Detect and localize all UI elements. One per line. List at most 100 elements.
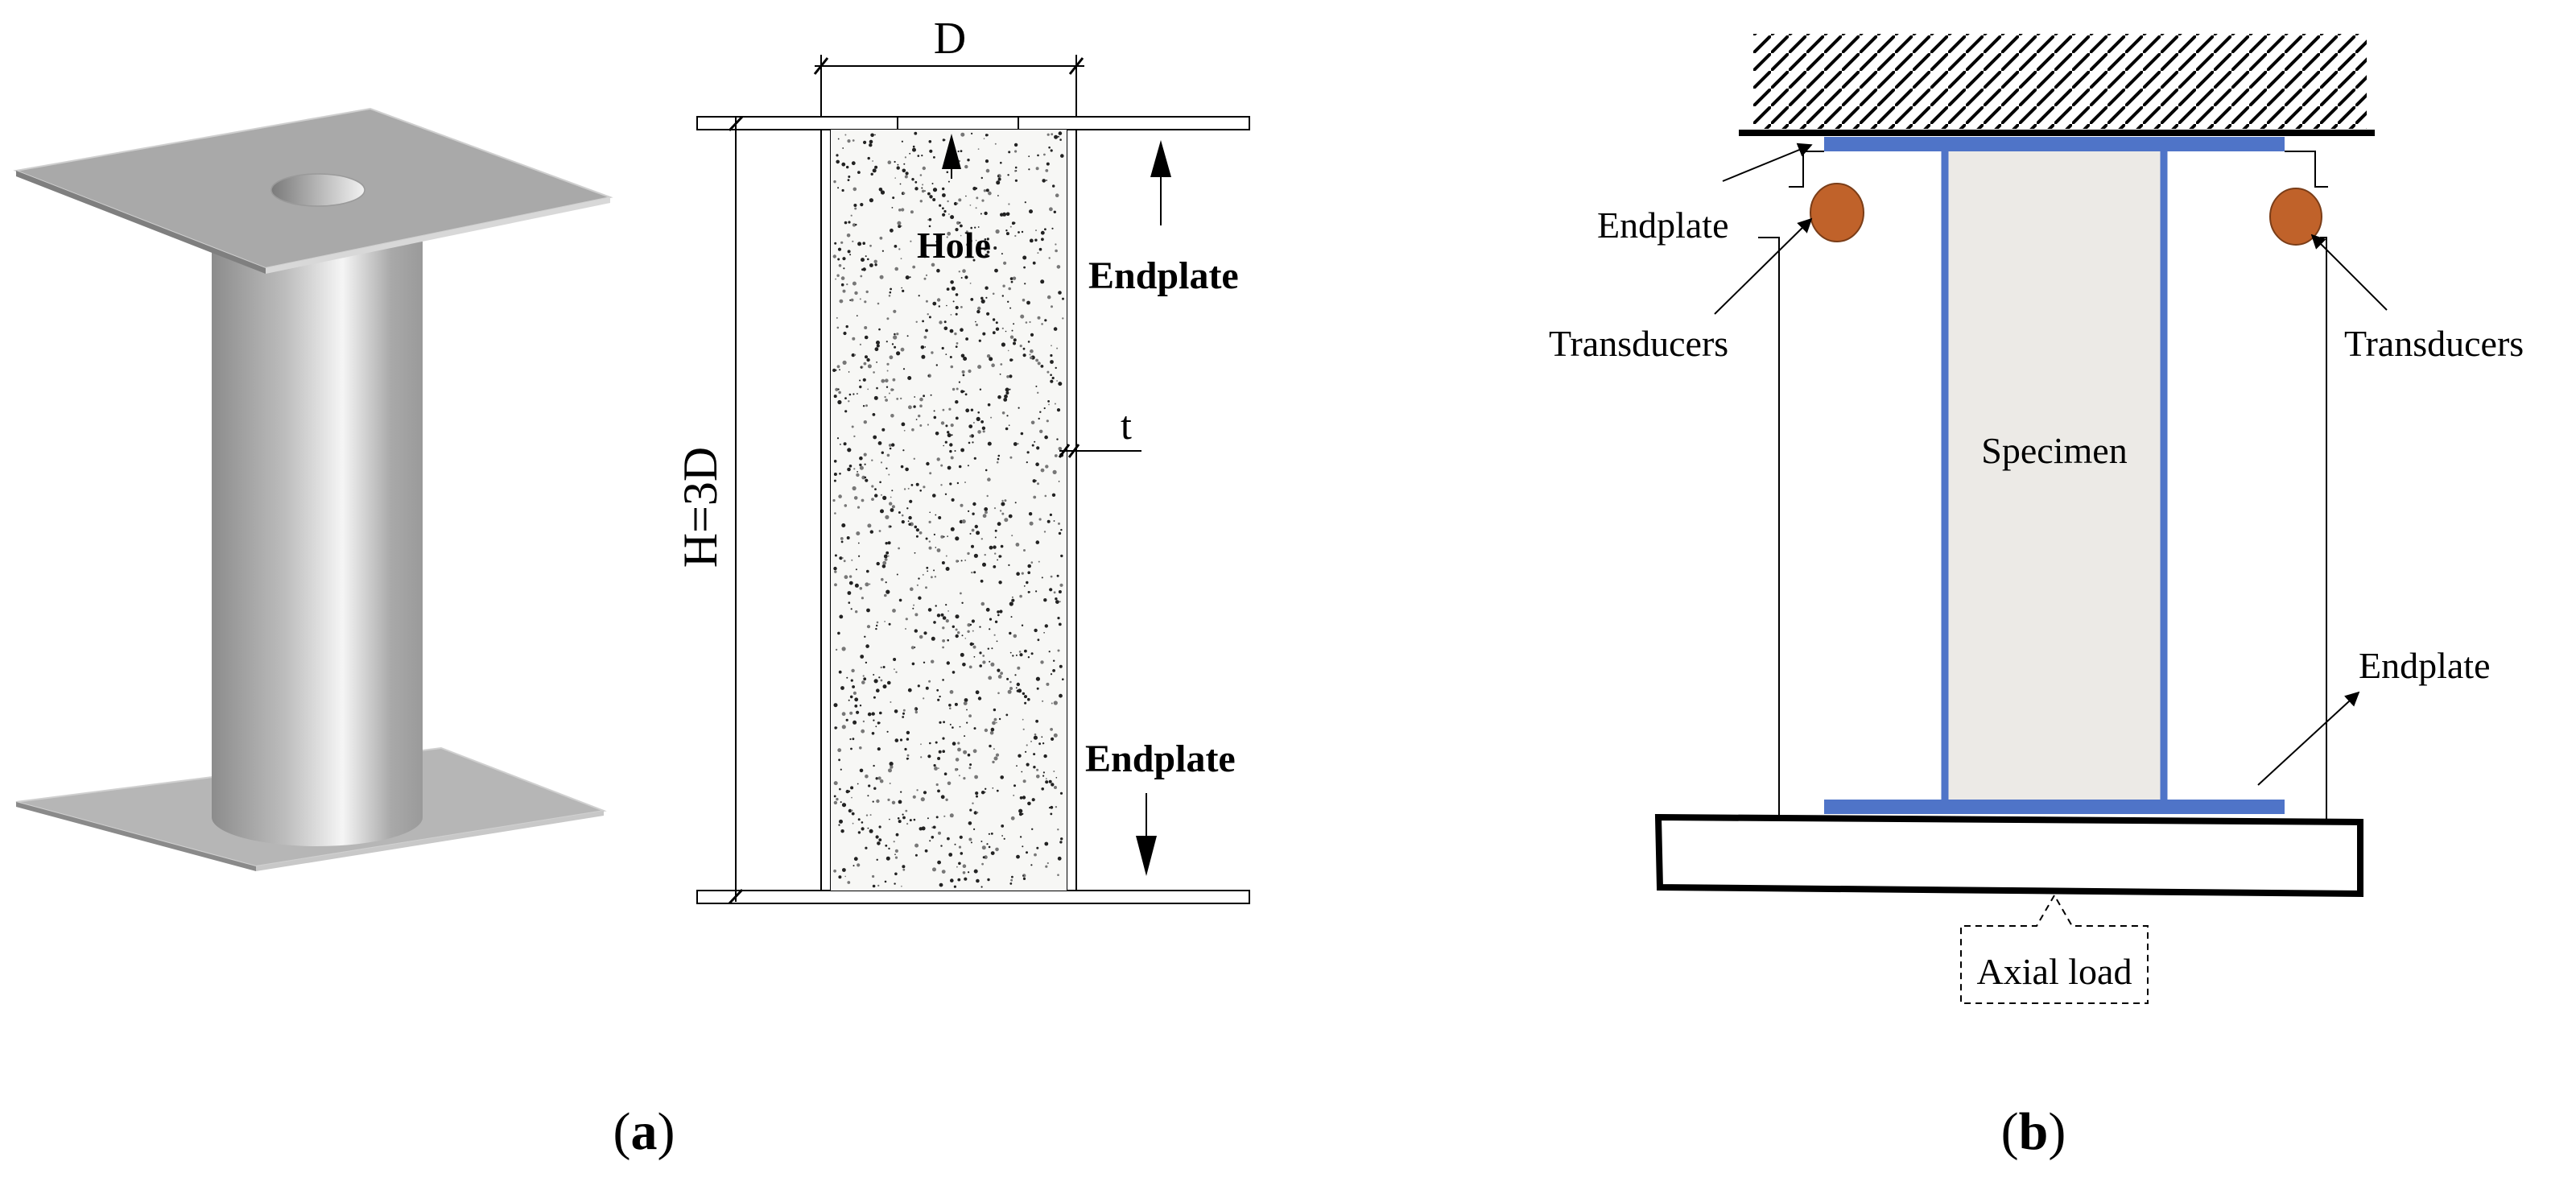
concrete-speckle — [964, 735, 966, 738]
concrete-speckle — [877, 841, 881, 845]
concrete-speckle — [1013, 442, 1018, 446]
concrete-speckle — [950, 527, 955, 531]
concrete-speckle — [1049, 207, 1053, 212]
concrete-speckle — [893, 658, 897, 661]
concrete-speckle — [960, 353, 965, 358]
concrete-speckle — [1045, 780, 1049, 784]
concrete-speckle — [951, 434, 953, 436]
concrete-speckle — [838, 758, 840, 762]
concrete-speckle — [860, 203, 864, 207]
concrete-speckle — [968, 821, 972, 825]
concrete-speckle — [832, 498, 836, 502]
concrete-speckle — [1014, 166, 1018, 169]
concrete-speckle — [1008, 514, 1013, 519]
concrete-speckle — [845, 324, 848, 329]
concrete-speckle — [876, 386, 878, 390]
concrete-speckle — [993, 634, 996, 636]
concrete-speckle — [915, 535, 919, 538]
concrete-speckle — [886, 341, 888, 343]
concrete-speckle — [861, 729, 865, 734]
concrete-speckle — [851, 161, 856, 166]
concrete-speckle — [869, 139, 873, 144]
concrete-speckle — [914, 525, 918, 529]
concrete-speckle — [1057, 874, 1059, 876]
concrete-speckle — [1009, 456, 1013, 459]
concrete-speckle — [865, 814, 869, 816]
concrete-speckle — [997, 692, 1000, 695]
concrete-speckle — [962, 864, 967, 868]
section-tube-wall-right — [1066, 129, 1077, 891]
concrete-speckle — [848, 371, 850, 373]
concrete-speckle — [904, 747, 907, 751]
concrete-speckle — [989, 660, 991, 663]
concrete-speckle — [859, 385, 862, 389]
concrete-speckle — [876, 621, 879, 624]
concrete-speckle — [989, 730, 994, 735]
concrete-speckle — [909, 276, 911, 279]
endplate-top-arrow-head — [1150, 140, 1171, 177]
concrete-speckle — [955, 400, 959, 404]
concrete-speckle — [914, 629, 919, 633]
concrete-speckle — [862, 267, 866, 271]
concrete-speckle — [942, 207, 944, 210]
cylinder-body — [212, 242, 423, 817]
concrete-speckle — [1035, 676, 1040, 681]
concrete-speckle — [1001, 512, 1005, 515]
concrete-speckle — [965, 337, 968, 341]
concrete-speckle — [840, 276, 845, 280]
concrete-speckle — [873, 371, 875, 374]
concrete-speckle — [889, 762, 894, 767]
concrete-speckle — [874, 347, 879, 352]
concrete-speckle — [1048, 403, 1050, 406]
concrete-speckle — [1014, 674, 1017, 676]
concrete-speckle — [1022, 347, 1026, 350]
concrete-speckle — [995, 327, 1000, 331]
concrete-speckle — [1041, 238, 1044, 242]
concrete-speckle — [1017, 666, 1021, 670]
concrete-speckle — [1019, 836, 1022, 838]
concrete-speckle — [1004, 518, 1009, 523]
concrete-speckle — [993, 246, 997, 250]
concrete-speckle — [993, 565, 997, 568]
concrete-speckle — [850, 747, 852, 750]
concrete-speckle — [935, 741, 938, 744]
concrete-speckle — [1058, 622, 1062, 626]
concrete-speckle — [833, 869, 836, 873]
concrete-speckle — [837, 187, 840, 189]
concrete-speckle — [1003, 398, 1008, 402]
concrete-speckle — [867, 258, 869, 261]
right-transducer-rod — [2320, 237, 2327, 822]
concrete-speckle — [959, 221, 961, 224]
concrete-speckle — [931, 659, 935, 663]
concrete-speckle — [1018, 812, 1023, 816]
concrete-speckle — [1004, 394, 1008, 399]
concrete-speckle — [1026, 581, 1029, 585]
concrete-speckle — [1021, 771, 1023, 773]
concrete-speckle — [873, 787, 877, 790]
concrete-speckle — [961, 601, 964, 604]
concrete-speckle — [863, 140, 867, 144]
concrete-speckle — [853, 496, 858, 500]
concrete-speckle — [865, 661, 868, 664]
concrete-speckle — [852, 691, 857, 696]
concrete-speckle — [1027, 564, 1031, 568]
concrete-speckle — [960, 592, 962, 595]
concrete-speckle — [877, 884, 880, 887]
concrete-speckle — [950, 365, 954, 369]
concrete-speckle — [878, 530, 881, 532]
concrete-speckle — [894, 882, 896, 885]
top-plate-edge-right — [266, 197, 610, 274]
concrete-speckle — [1059, 693, 1063, 698]
concrete-speckle — [863, 453, 867, 457]
concrete-speckle — [840, 801, 842, 804]
concrete-speckle — [861, 498, 865, 502]
right-transducer-frame — [2285, 151, 2328, 188]
concrete-speckle — [1053, 733, 1058, 738]
concrete-speckle — [893, 841, 895, 843]
concrete-speckle — [1060, 837, 1063, 841]
concrete-speckle — [1036, 846, 1039, 849]
concrete-speckle — [1014, 502, 1017, 504]
concrete-speckle — [1030, 333, 1034, 337]
concrete-speckle — [973, 828, 976, 830]
concrete-speckle — [1052, 669, 1055, 672]
